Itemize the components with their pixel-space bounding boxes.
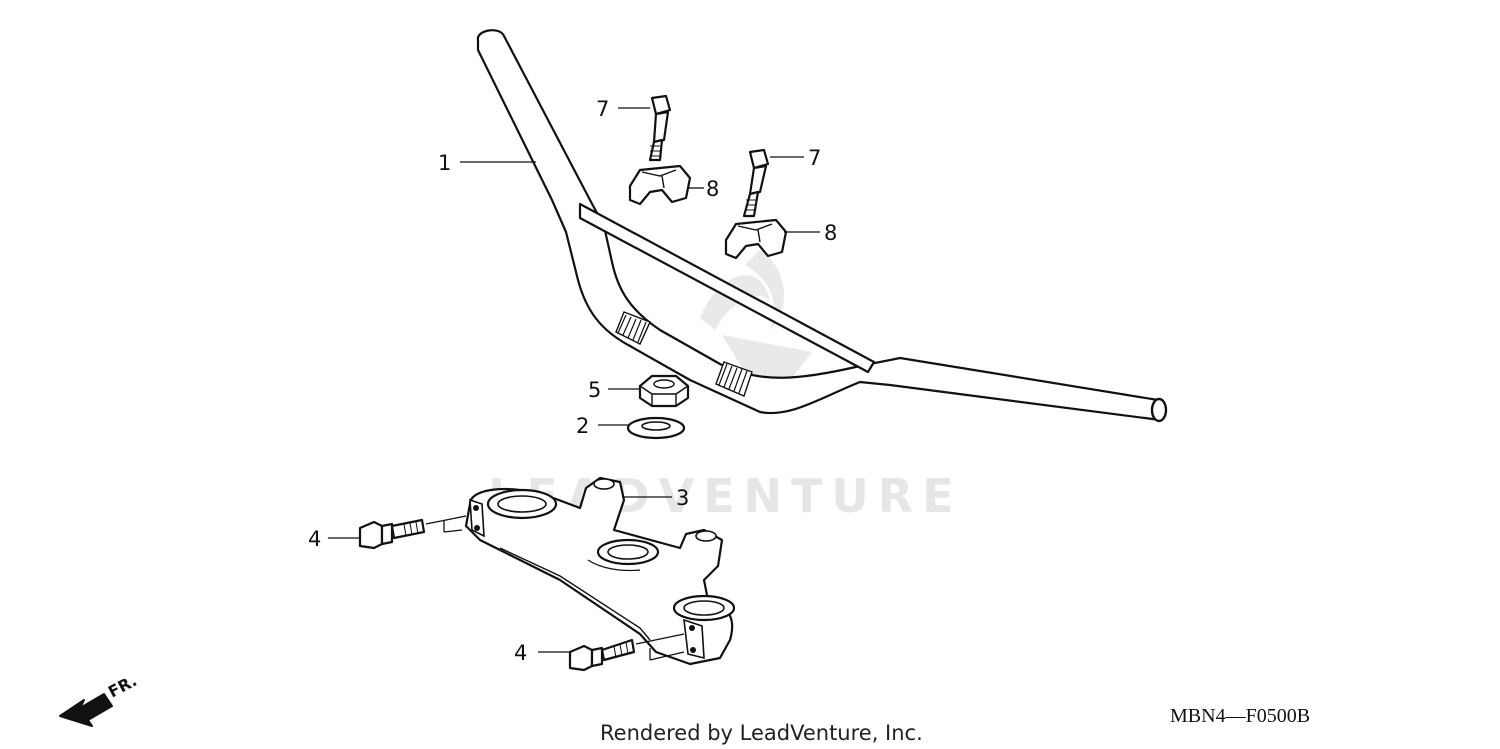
handlebar-part[interactable] xyxy=(476,29,1168,423)
holder-right-part[interactable] xyxy=(724,218,788,260)
top-bridge-part[interactable] xyxy=(464,476,736,666)
callout-1[interactable]: 1 xyxy=(438,151,451,175)
bar-end xyxy=(1150,397,1168,423)
callout-7-right[interactable]: 7 xyxy=(808,146,821,170)
callout-8-right[interactable]: 8 xyxy=(824,221,837,245)
nut-part[interactable] xyxy=(638,374,690,408)
diagram-code: MBN4—F0500B xyxy=(1170,705,1310,727)
knurling-right xyxy=(715,361,753,397)
callout-7-left[interactable]: 7 xyxy=(596,97,609,121)
arrow-front-icon xyxy=(59,693,113,727)
callout-5[interactable]: 5 xyxy=(588,378,601,402)
front-direction-indicator: FR. xyxy=(59,671,140,727)
callout-2[interactable]: 2 xyxy=(576,414,589,438)
callout-4-right[interactable]: 4 xyxy=(514,641,527,665)
callout-8-left[interactable]: 8 xyxy=(706,177,719,201)
bolt-left-part[interactable] xyxy=(358,518,426,550)
bolt-right-part[interactable] xyxy=(568,638,636,672)
holder-left-part[interactable] xyxy=(628,164,692,206)
holder-bolt-left-part[interactable] xyxy=(648,94,672,162)
footer-credit: Rendered by LeadVenture, Inc. xyxy=(600,721,923,745)
callout-4-left[interactable]: 4 xyxy=(308,527,321,551)
knurling-left xyxy=(615,311,651,345)
holder-bolt-right-part[interactable] xyxy=(742,148,770,218)
callout-3[interactable]: 3 xyxy=(676,486,689,510)
washer-part[interactable] xyxy=(626,416,686,440)
front-direction-label: FR. xyxy=(105,671,140,702)
